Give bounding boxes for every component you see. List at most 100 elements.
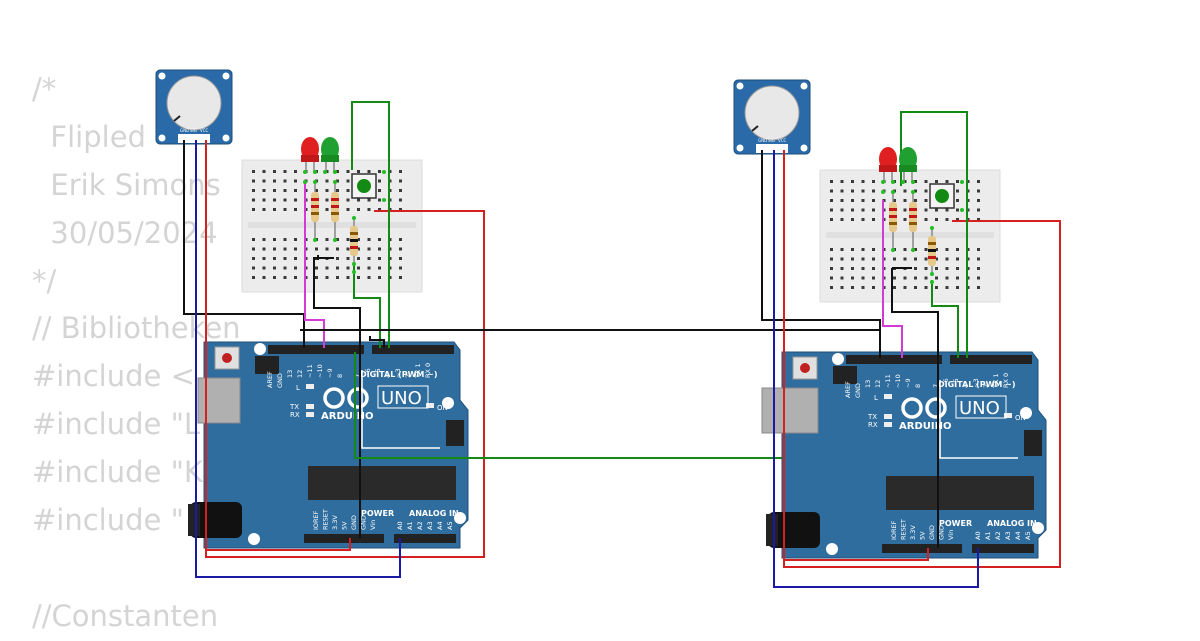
breadboard-hole[interactable] — [294, 189, 297, 192]
breadboard-hole[interactable] — [851, 189, 854, 193]
breadboard-hole[interactable] — [977, 276, 980, 280]
breadboard-hole[interactable] — [945, 208, 949, 212]
breadboard-hole[interactable] — [872, 267, 875, 270]
breadboard-hole[interactable] — [924, 180, 928, 183]
breadboard-hole[interactable] — [830, 218, 833, 221]
breadboard-hole[interactable] — [273, 198, 276, 202]
breadboard-hole[interactable] — [977, 286, 980, 289]
breadboard-hole[interactable] — [935, 267, 938, 270]
breadboard-hole[interactable] — [336, 276, 339, 279]
breadboard-hole[interactable] — [346, 170, 350, 173]
breadboard-hole[interactable] — [273, 170, 276, 173]
breadboard-hole[interactable] — [283, 208, 287, 211]
breadboard-hole[interactable] — [283, 238, 287, 241]
breadboard-hole[interactable] — [872, 189, 875, 193]
breadboard-hole[interactable] — [252, 198, 255, 202]
breadboard-hole[interactable] — [252, 170, 255, 173]
breadboard-hole[interactable] — [861, 257, 865, 261]
breadboard-hole[interactable] — [872, 218, 875, 221]
breadboard-hole[interactable] — [956, 276, 959, 280]
breadboard-hole[interactable] — [273, 247, 276, 251]
breadboard-hole[interactable] — [378, 189, 381, 192]
breadboard-hole[interactable] — [956, 180, 959, 183]
breadboard-hole[interactable] — [851, 286, 854, 289]
breadboard-hole[interactable] — [851, 218, 854, 221]
breadboard-hole[interactable] — [367, 266, 371, 270]
breadboard-hole[interactable] — [903, 248, 907, 251]
breadboard-hole[interactable] — [830, 248, 833, 251]
breadboard-hole[interactable] — [273, 189, 276, 192]
breadboard-hole[interactable] — [294, 247, 297, 251]
breadboard-hole[interactable] — [336, 189, 339, 192]
breadboard-hole[interactable] — [830, 276, 833, 280]
breadboard-hole[interactable] — [956, 248, 959, 251]
pushbutton-right[interactable] — [929, 183, 955, 209]
breadboard-hole[interactable] — [903, 208, 907, 212]
breadboard-hole[interactable] — [840, 286, 844, 289]
breadboard-hole[interactable] — [378, 266, 381, 270]
breadboard-hole[interactable] — [861, 189, 865, 193]
breadboard-hole[interactable] — [336, 179, 339, 183]
breadboard-hole[interactable] — [346, 198, 350, 202]
breadboard-hole[interactable] — [357, 247, 360, 251]
breadboard-hole[interactable] — [325, 238, 329, 241]
breadboard-hole[interactable] — [367, 247, 371, 251]
breadboard-hole[interactable] — [273, 266, 276, 270]
breadboard-hole[interactable] — [830, 208, 833, 212]
breadboard-hole[interactable] — [367, 198, 371, 202]
breadboard-hole[interactable] — [283, 276, 287, 279]
breadboard-hole[interactable] — [262, 276, 266, 279]
breadboard-hole[interactable] — [325, 266, 329, 270]
breadboard-hole[interactable] — [924, 208, 928, 212]
breadboard-hole[interactable] — [294, 179, 297, 183]
breadboard-hole[interactable] — [378, 179, 381, 183]
breadboard-hole[interactable] — [262, 189, 266, 192]
breadboard-hole[interactable] — [903, 276, 907, 280]
breadboard-hole[interactable] — [872, 199, 875, 202]
breadboard-hole[interactable] — [346, 238, 350, 241]
breadboard-hole[interactable] — [872, 208, 875, 212]
breadboard-hole[interactable] — [399, 257, 402, 260]
breadboard-hole[interactable] — [252, 257, 255, 260]
breadboard-hole[interactable] — [903, 286, 907, 289]
breadboard-hole[interactable] — [914, 248, 917, 251]
breadboard-hole[interactable] — [336, 238, 339, 241]
breadboard-hole[interactable] — [357, 208, 360, 211]
breadboard-hole[interactable] — [262, 179, 266, 183]
breadboard-hole[interactable] — [872, 248, 875, 251]
breadboard-hole[interactable] — [357, 170, 360, 173]
breadboard-hole[interactable] — [840, 189, 844, 193]
breadboard-hole[interactable] — [262, 257, 266, 260]
breadboard-hole[interactable] — [325, 208, 329, 211]
breadboard-hole[interactable] — [935, 276, 938, 280]
breadboard-hole[interactable] — [956, 208, 959, 212]
breadboard-hole[interactable] — [956, 257, 959, 261]
breadboard-hole[interactable] — [872, 180, 875, 183]
breadboard-hole[interactable] — [315, 276, 318, 279]
breadboard-hole[interactable] — [378, 238, 381, 241]
breadboard-hole[interactable] — [840, 248, 844, 251]
breadboard-hole[interactable] — [262, 170, 266, 173]
breadboard-hole[interactable] — [399, 170, 402, 173]
breadboard-hole[interactable] — [861, 218, 865, 221]
breadboard-hole[interactable] — [945, 218, 949, 221]
breadboard-hole[interactable] — [367, 257, 371, 260]
breadboard-hole[interactable] — [872, 286, 875, 289]
breadboard-hole[interactable] — [262, 208, 266, 211]
breadboard-hole[interactable] — [325, 170, 329, 173]
breadboard-hole[interactable] — [861, 248, 865, 251]
breadboard-hole[interactable] — [346, 276, 350, 279]
breadboard-hole[interactable] — [840, 218, 844, 221]
breadboard-hole[interactable] — [956, 267, 959, 270]
breadboard-hole[interactable] — [336, 257, 339, 260]
breadboard-hole[interactable] — [903, 218, 907, 221]
breadboard-hole[interactable] — [252, 247, 255, 251]
breadboard-hole[interactable] — [872, 276, 875, 280]
breadboard-hole[interactable] — [914, 180, 917, 183]
breadboard-hole[interactable] — [945, 276, 949, 280]
breadboard-hole[interactable] — [924, 248, 928, 251]
breadboard-hole[interactable] — [399, 238, 402, 241]
breadboard-hole[interactable] — [903, 199, 907, 202]
breadboard-hole[interactable] — [956, 286, 959, 289]
